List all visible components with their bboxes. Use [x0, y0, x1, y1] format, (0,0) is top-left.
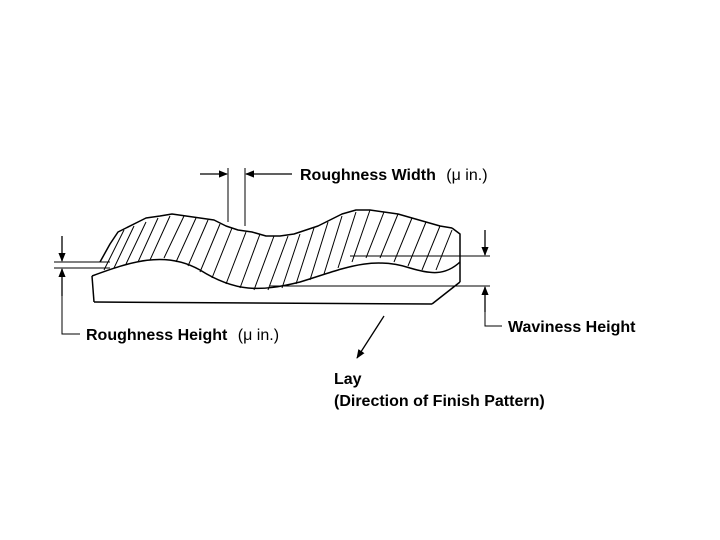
roughness-width-dimension [200, 168, 292, 226]
lay-arrow [356, 315, 385, 359]
waviness-height-dimension [270, 230, 502, 327]
waviness-height-label: Waviness Height [508, 319, 636, 336]
roughness-width-label: Roughness Width (μ in.) [300, 167, 488, 184]
lay-description: (Direction of Finish Pattern) [334, 393, 545, 410]
rough-ridges [99, 209, 453, 291]
lay-label: Lay [334, 371, 362, 388]
surface-block [91, 227, 461, 305]
roughness-height-dimension [54, 236, 110, 335]
roughness-height-label: Roughness Height (μ in.) [86, 327, 279, 344]
